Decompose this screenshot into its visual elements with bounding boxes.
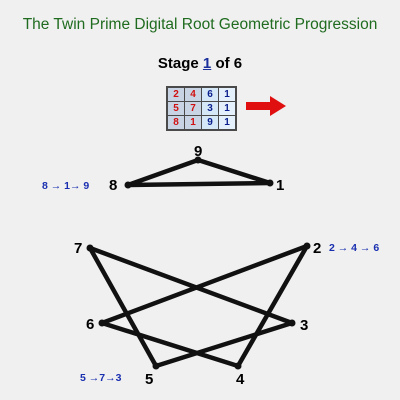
node-label-3: 3 — [300, 317, 308, 334]
next-stage-arrow-icon[interactable] — [246, 96, 286, 116]
grid-cell: 2 — [166, 86, 185, 102]
grid-cell: 6 — [201, 86, 219, 102]
node-label-7: 7 — [74, 240, 82, 257]
node-label-2: 2 — [313, 240, 321, 257]
stage-current-link[interactable]: 1 — [202, 55, 212, 72]
node-dot — [234, 362, 242, 370]
node-label-1: 1 — [276, 177, 284, 194]
edge-3-to-5 — [153, 320, 295, 369]
edge-6-to-2 — [99, 243, 310, 326]
node-dot — [266, 179, 274, 187]
node-dot — [288, 319, 296, 327]
node-dot — [303, 242, 311, 250]
hexagram-sequence-right: 2 → 4 → 6 — [329, 242, 379, 254]
grid-cell: 1 — [218, 101, 237, 116]
node-dot — [86, 244, 94, 252]
node-dot — [124, 181, 132, 189]
grid-cell: 3 — [201, 101, 219, 116]
grid-cell: 7 — [184, 101, 202, 116]
node-label-9: 9 — [194, 143, 202, 160]
grid-row: 2 4 6 1 — [166, 86, 237, 102]
grid-row: 8 1 9 1 — [166, 115, 237, 131]
hexagram-sequence-bottom-left: 5 →7→3 — [80, 372, 122, 384]
triangle-sequence-label: 8 → 1→ 9 — [42, 180, 89, 192]
node-dot — [152, 362, 160, 370]
node-dot — [98, 319, 106, 327]
node-label-6: 6 — [86, 316, 94, 333]
digit-grid: 2 4 6 1 5 7 3 1 8 1 9 1 — [166, 86, 237, 131]
node-label-4: 4 — [236, 371, 245, 388]
grid-cell: 1 — [218, 86, 237, 102]
stage-indicator: Stage 1 of 6 — [0, 55, 400, 72]
page-title: The Twin Prime Digital Root Geometric Pr… — [22, 16, 378, 33]
grid-cell: 1 — [218, 115, 237, 131]
edge-1-to-9 — [195, 157, 273, 186]
node-dot — [194, 156, 202, 164]
stage-suffix: of 6 — [215, 55, 243, 72]
edge-5-to-7 — [87, 245, 159, 369]
node-label-8: 8 — [109, 177, 117, 194]
edge-7-to-3 — [87, 245, 295, 326]
edge-2-to-4 — [235, 243, 310, 369]
grid-cell: 8 — [166, 115, 185, 131]
edge-9-to-8 — [125, 157, 201, 188]
edge-4-to-6 — [99, 320, 241, 369]
grid-row: 5 7 3 1 — [166, 101, 237, 116]
node-label-5: 5 — [145, 371, 153, 388]
grid-cell: 9 — [201, 115, 219, 131]
edge-8-to-1 — [125, 180, 273, 188]
stage-prefix: Stage — [157, 55, 199, 72]
